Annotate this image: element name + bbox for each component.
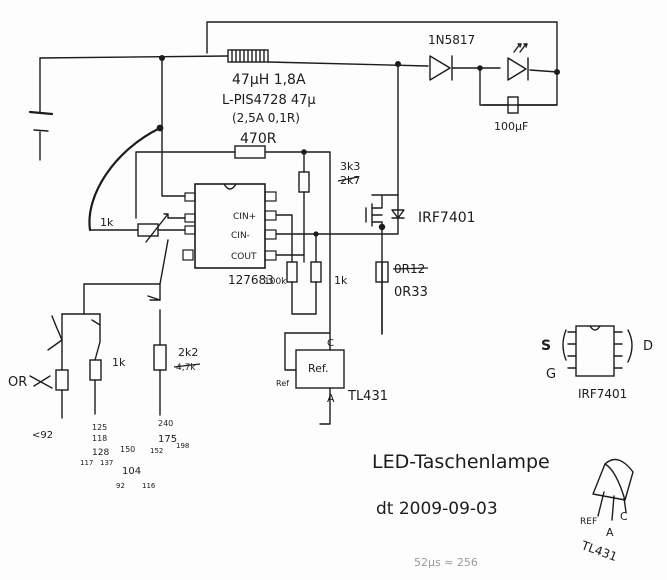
- switch-or-label: OR: [8, 375, 27, 390]
- strike-line: [392, 267, 429, 270]
- irf7401-pinout: [562, 325, 633, 377]
- wiring: [39, 21, 558, 425]
- value-198: 198: [176, 442, 189, 450]
- value-118: 118: [92, 434, 107, 443]
- resistor-470r-label: 470R: [240, 131, 277, 147]
- to92-ref-label: REF: [580, 517, 597, 527]
- resistor-3k3-label: 3k3: [340, 160, 360, 173]
- resistor-100k-label: 100k: [264, 277, 287, 287]
- value-lt92: <92: [32, 430, 53, 441]
- pinout-g-label: G: [546, 367, 556, 382]
- ic-part-label: 127683: [228, 273, 274, 287]
- to92-a-label: A: [606, 526, 614, 539]
- value-240: 240: [158, 419, 173, 428]
- capacitor-symbol: [507, 96, 519, 114]
- tl431-part-label: TL431: [347, 389, 388, 404]
- capacitor-label: 100µF: [494, 120, 528, 133]
- ic-pin-cout: COUT: [231, 252, 257, 262]
- resistor-1k-right-label: 1k: [334, 274, 348, 287]
- switch-1k-label: 1k: [112, 356, 126, 369]
- value-150: 150: [120, 445, 135, 454]
- value-125: 125: [92, 423, 107, 432]
- tl431-anode-label: A: [327, 392, 335, 405]
- value-137: 137: [100, 459, 113, 467]
- battery-symbol: [28, 110, 54, 132]
- resistor-1k-left: [137, 213, 169, 243]
- pinout-d-label: D: [643, 339, 653, 354]
- value-128: 128: [92, 448, 109, 458]
- ic-pin-cin-minus: CIN-: [231, 231, 250, 241]
- resistor-3k3: [298, 171, 310, 193]
- strike-line: [337, 176, 359, 182]
- to92-package: [592, 458, 634, 521]
- pinout-s-label: S: [541, 338, 551, 354]
- date-label: dt 2009-09-03: [376, 499, 498, 519]
- mosfet-label: IRF7401: [418, 210, 476, 226]
- resistor-1k-right: [310, 261, 322, 283]
- inductor-symbol: [227, 49, 269, 63]
- value-175: 175: [158, 434, 177, 445]
- tl431-cathode-label: C: [327, 338, 334, 349]
- value-116: 116: [142, 482, 156, 490]
- switch-4k7-label: 4,7k: [176, 363, 196, 373]
- ic-chip: [182, 183, 277, 269]
- value-104: 104: [122, 466, 141, 477]
- to92-part-label: TL431: [579, 538, 619, 564]
- junction-dots: [156, 55, 560, 237]
- pinout-part-label: IRF7401: [578, 387, 627, 401]
- tl431-ref-pin-label: Ref: [276, 379, 289, 388]
- mosfet-symbol: [365, 194, 405, 235]
- inductor-value-label: 47µH 1,8A: [232, 72, 306, 88]
- switch-symbols: [47, 295, 161, 353]
- resistor-1k-left-label: 1k: [100, 216, 114, 229]
- value-152: 152: [150, 447, 163, 455]
- diode-label: 1N5817: [428, 33, 475, 47]
- ic-pin-cin-plus: CIN+: [233, 212, 256, 222]
- tl431-box: [295, 347, 345, 389]
- led-symbol: [507, 43, 529, 81]
- resistor-100k: [286, 261, 298, 283]
- inductor-spec-label: (2,5A 0,1R): [232, 111, 300, 125]
- to92-c-label: C: [620, 510, 628, 523]
- footnote-label: 52µs ≈ 256: [414, 556, 478, 569]
- strike-mark: [29, 375, 53, 389]
- title-label: LED-Taschenlampe: [372, 451, 550, 473]
- strike-line: [173, 363, 201, 368]
- tl431-ref-label: Ref.: [308, 362, 329, 375]
- switch-2k2-label: 2k2: [178, 346, 198, 359]
- value-92: 92: [116, 482, 125, 490]
- inductor-part-label: L-PIS4728 47µ: [222, 93, 316, 108]
- switch-resistors: [55, 344, 167, 391]
- value-117: 117: [80, 459, 93, 467]
- sense-new-label: 0R33: [394, 285, 428, 300]
- resistor-sense: [375, 261, 389, 283]
- schottky-diode-symbol: [429, 55, 453, 81]
- resistor-470r: [234, 145, 266, 159]
- labels: 47µH 1,8A L-PIS4728 47µ (2,5A 0,1R) 1N58…: [8, 33, 653, 569]
